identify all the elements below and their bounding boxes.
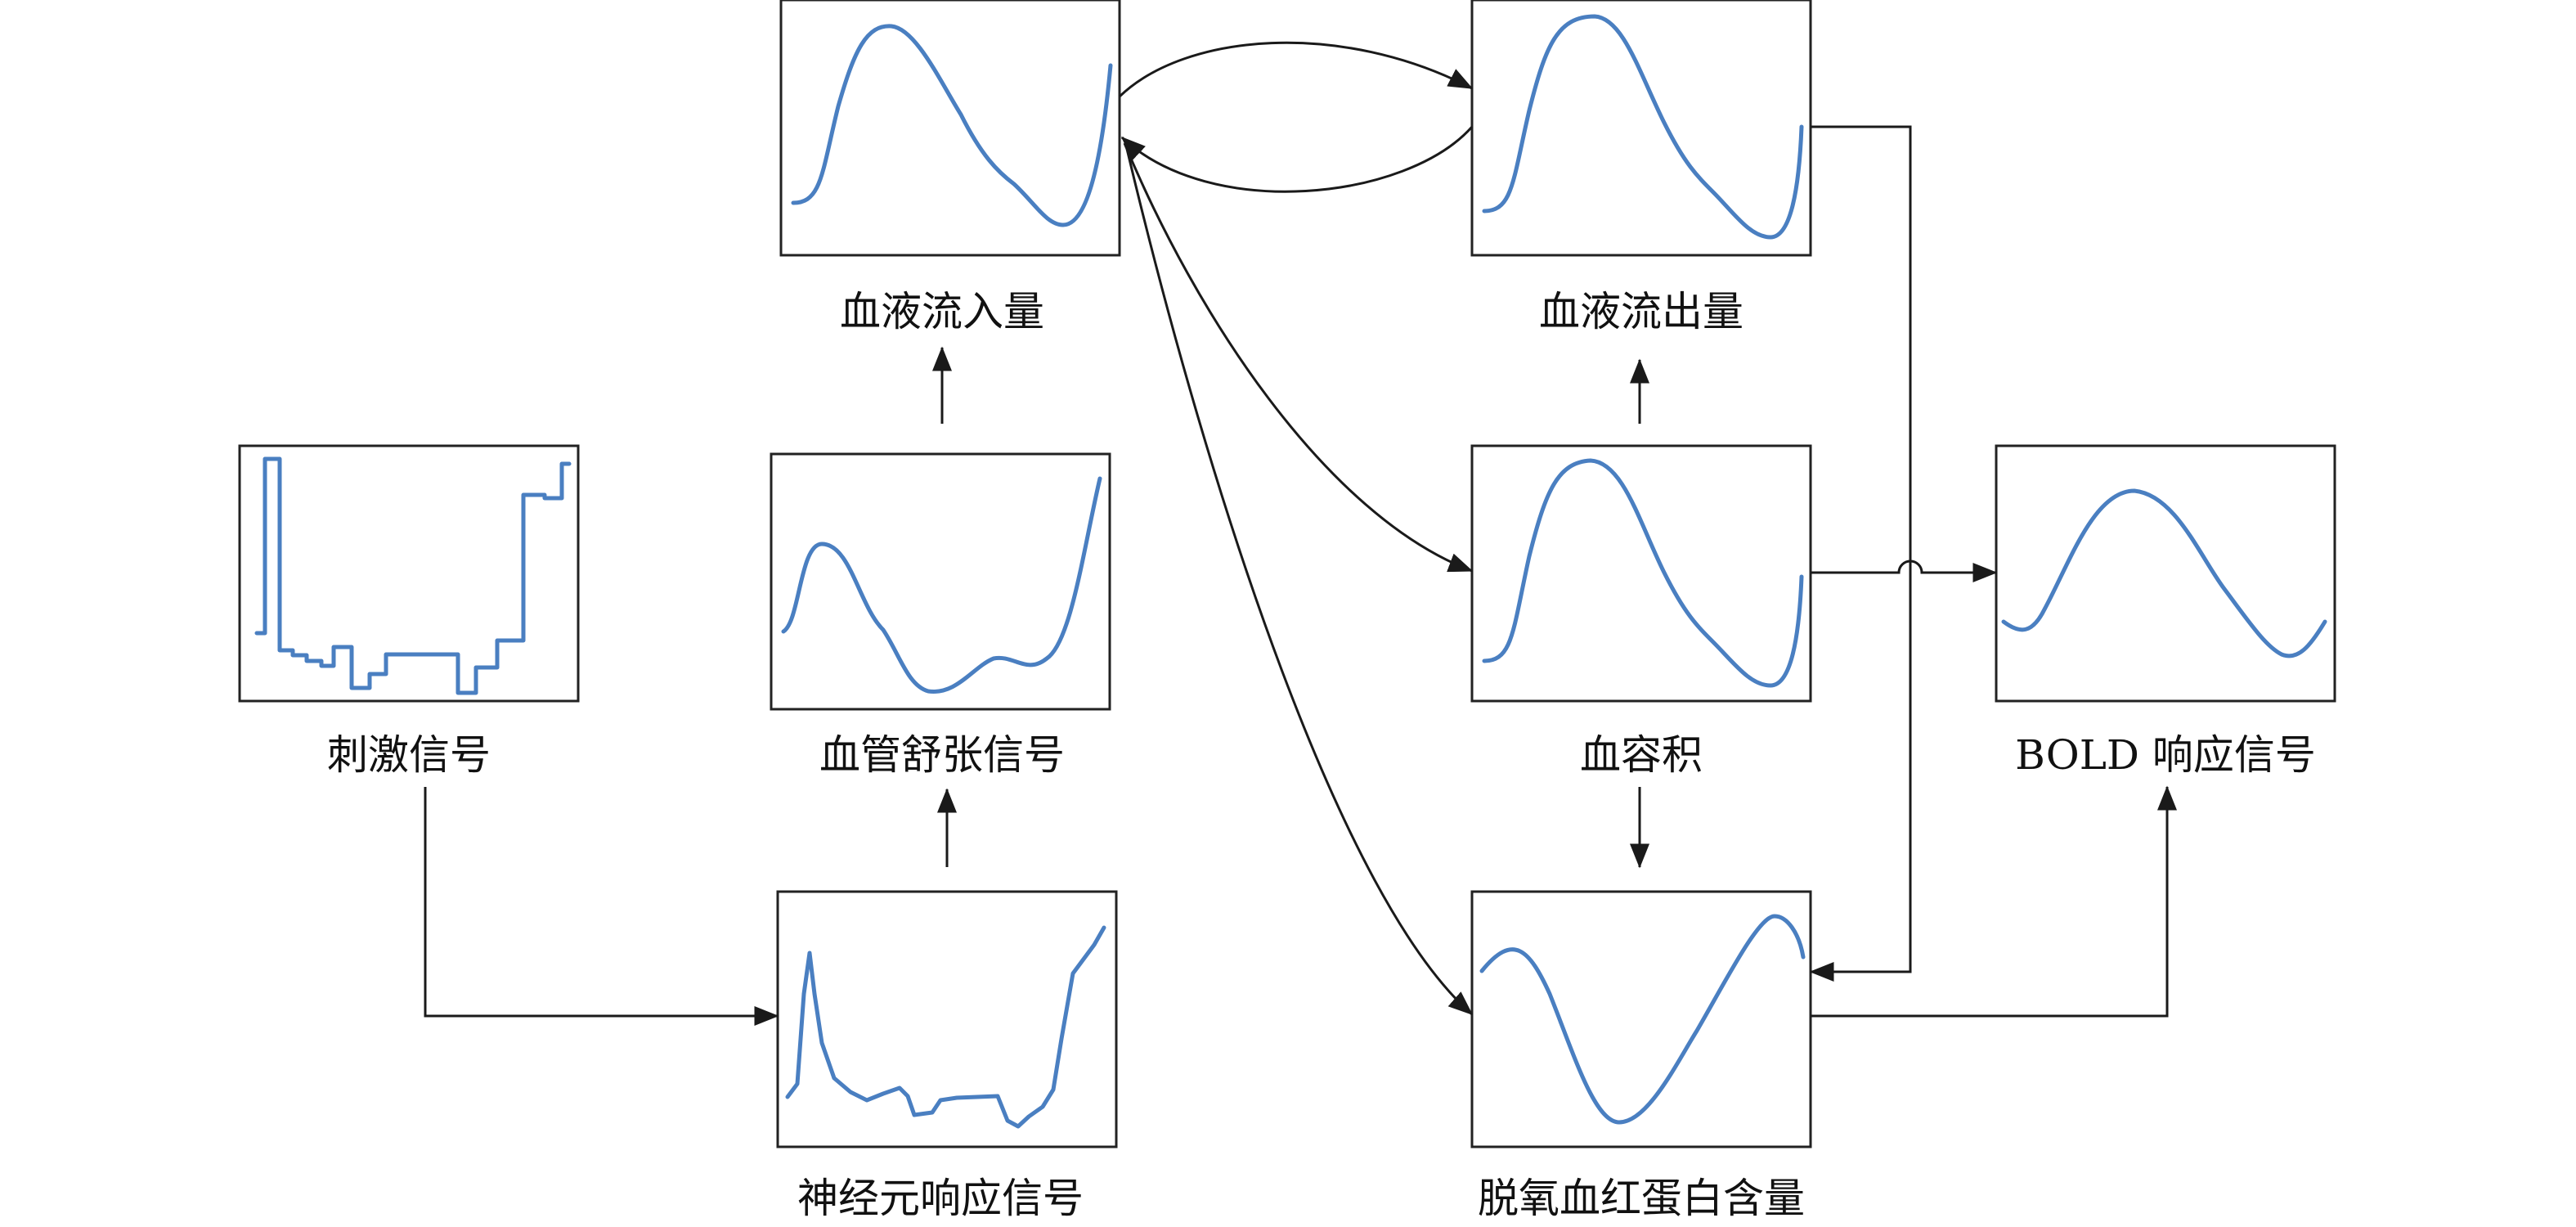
inflow-waveform-icon	[791, 24, 1113, 227]
deoxy-node	[1470, 890, 1812, 1148]
vasodilation-box	[770, 452, 1111, 711]
outflow-waveform-icon	[1482, 14, 1804, 240]
stimulus-node	[238, 444, 580, 703]
stimulus-label: 刺激信号	[327, 731, 491, 779]
outflow-node	[1470, 0, 1812, 257]
edge-inflow-to-deoxy	[1125, 148, 1474, 1016]
inflow-box	[779, 0, 1121, 257]
inflow-node	[779, 0, 1121, 257]
inflow-label: 血液流入量	[840, 288, 1044, 335]
edge-deoxy-to-bold	[1811, 785, 2177, 1018]
vasodilation-waveform-icon	[781, 476, 1102, 694]
volume-node	[1470, 444, 1812, 703]
bold-waveform-icon	[2001, 488, 2327, 658]
volume-waveform-icon	[1482, 458, 1804, 688]
neural-label: 神经元响应信号	[797, 1175, 1084, 1222]
edge-volume-to-bold	[1811, 560, 1998, 582]
outflow-box	[1470, 0, 1812, 257]
edge-inflow-to-volume	[1123, 142, 1474, 573]
edge-outflow-to-inflow	[1120, 126, 1474, 193]
edge-outflow-to-deoxy	[1809, 125, 1912, 982]
volume-box	[1470, 444, 1812, 703]
volume-label: 血容积	[1580, 731, 1703, 779]
outflow-label: 血液流出量	[1539, 288, 1744, 335]
neural-waveform-icon	[785, 925, 1106, 1129]
edge-inflow-to-outflow	[1118, 41, 1474, 98]
bold-label: BOLD 响应信号	[2015, 731, 2316, 779]
stimulus-waveform-icon	[254, 456, 572, 695]
neural-box	[776, 890, 1118, 1148]
bold-box	[1995, 444, 2336, 703]
bold-node	[1995, 444, 2336, 703]
neural-node	[776, 890, 1118, 1148]
vasodilation-node	[770, 452, 1111, 711]
deoxy-label: 脱氧血红蛋白含量	[1478, 1175, 1805, 1222]
vasodilation-label: 血管舒张信号	[819, 731, 1065, 779]
stimulus-box	[238, 444, 580, 703]
edge-stimulus-to-neural	[424, 787, 779, 1026]
deoxy-waveform-icon	[1479, 914, 1806, 1125]
